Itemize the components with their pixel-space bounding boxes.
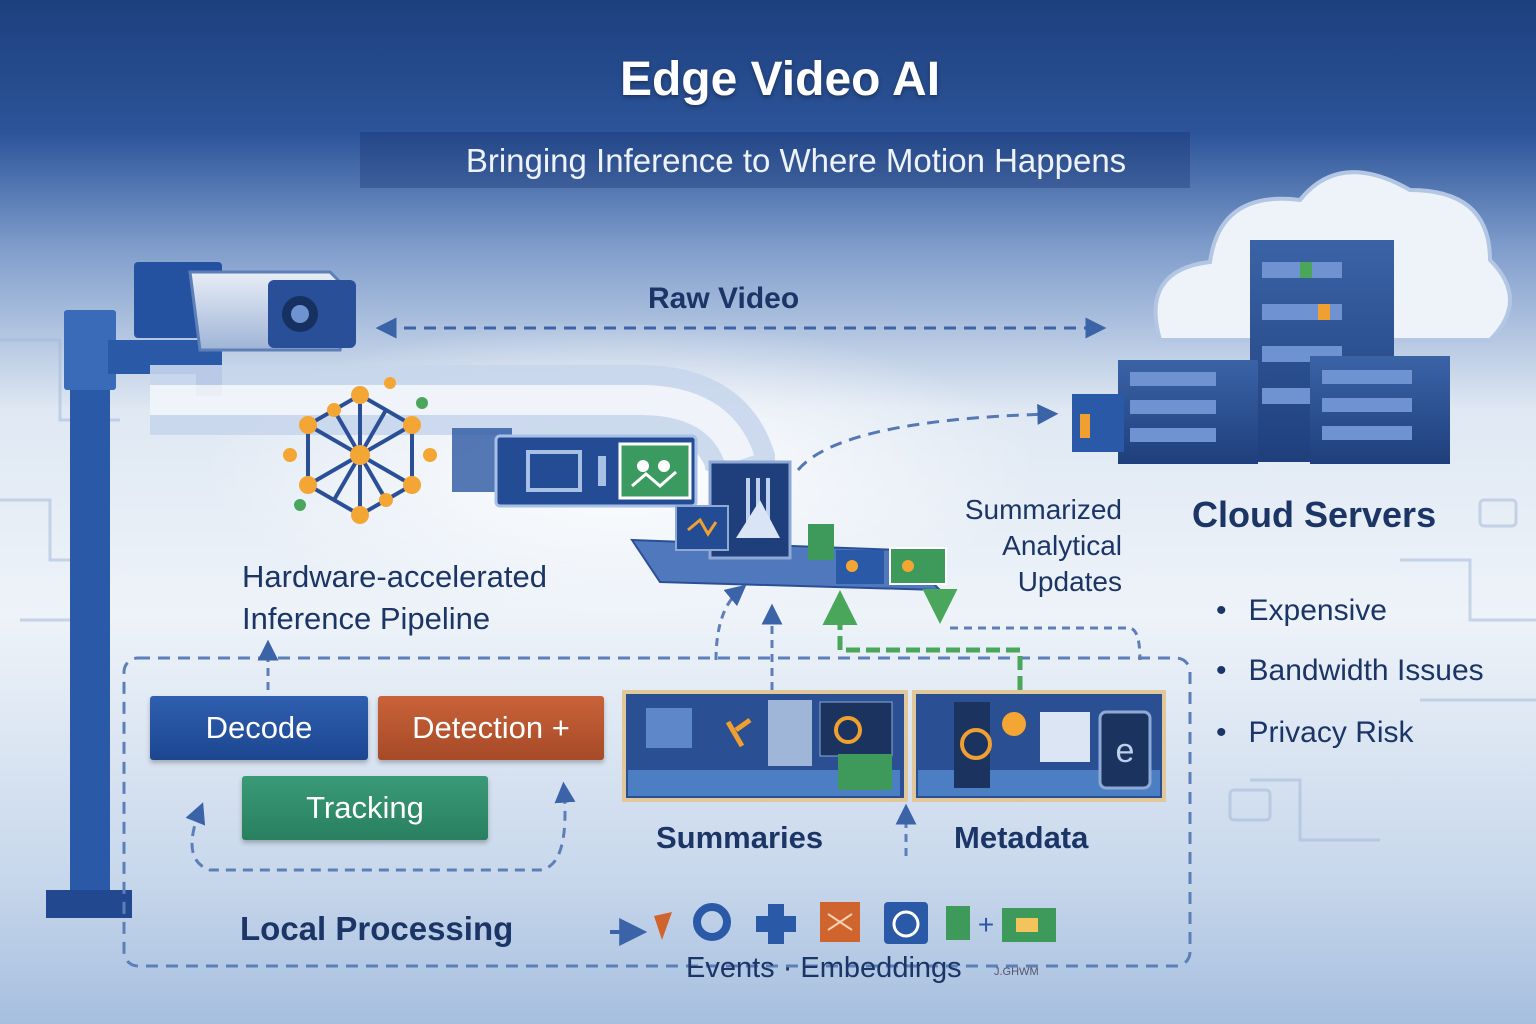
summarized-line1: Summarized: [964, 494, 1122, 525]
issue-expensive: Expensive: [1216, 594, 1387, 628]
server-rack-icon: [1072, 240, 1450, 464]
local-processing-label: Local Processing: [240, 910, 514, 947]
pipeline-label: Hardware-accelerated Inference Pipeline: [242, 556, 547, 640]
pipeline-label-line1: Hardware-accelerated: [242, 559, 547, 594]
decode-stage: Decode: [150, 696, 368, 760]
tracking-stage: Tracking: [242, 776, 488, 840]
pipeline-label-line2: Inference Pipeline: [242, 601, 491, 636]
raw-video-label: Raw Video: [648, 282, 800, 315]
issue-bandwidth: Bandwidth Issues: [1216, 654, 1484, 688]
summaries-panel: [622, 690, 908, 802]
chip-icon: [630, 460, 947, 592]
pin-icon: [654, 912, 672, 940]
subtitle-band: [360, 132, 1190, 188]
video-frame-cards: [452, 428, 698, 508]
page-title: Edge Video AI: [619, 53, 941, 106]
summarized-updates-label: Summarized Analytical Updates: [930, 492, 1122, 600]
cloud-servers-label: Cloud Servers: [1192, 494, 1437, 535]
location-plus-icon: [946, 906, 970, 940]
signature: J.GHWM: [994, 966, 1039, 978]
detection-stage: Detection +: [378, 696, 604, 760]
svg-text:e: e: [1116, 732, 1135, 770]
svg-text:+: +: [978, 909, 994, 940]
local-processing-boundary: [122, 656, 1192, 968]
metadata-flow-arrow: [822, 590, 1023, 690]
gauge-icon: [884, 902, 928, 944]
page-subtitle: Bringing Inference to Where Motion Happe…: [465, 142, 1127, 179]
metadata-label: Metadata: [954, 820, 1089, 855]
summarized-line2: Analytical: [1002, 530, 1122, 561]
summarized-line3: Updates: [1017, 566, 1122, 597]
plus-icon: [756, 904, 796, 944]
issue-privacy: Privacy Risk: [1216, 716, 1414, 750]
summaries-label: Summaries: [656, 820, 824, 855]
metadata-panel: e: [912, 690, 1166, 802]
event-icons-row: +: [654, 902, 1056, 944]
tracking-loop-arrow: [185, 781, 576, 872]
ring-icon: [693, 903, 731, 941]
neural-network-icon: [283, 377, 437, 524]
events-embeddings-label: Events · Embeddings: [686, 952, 962, 984]
